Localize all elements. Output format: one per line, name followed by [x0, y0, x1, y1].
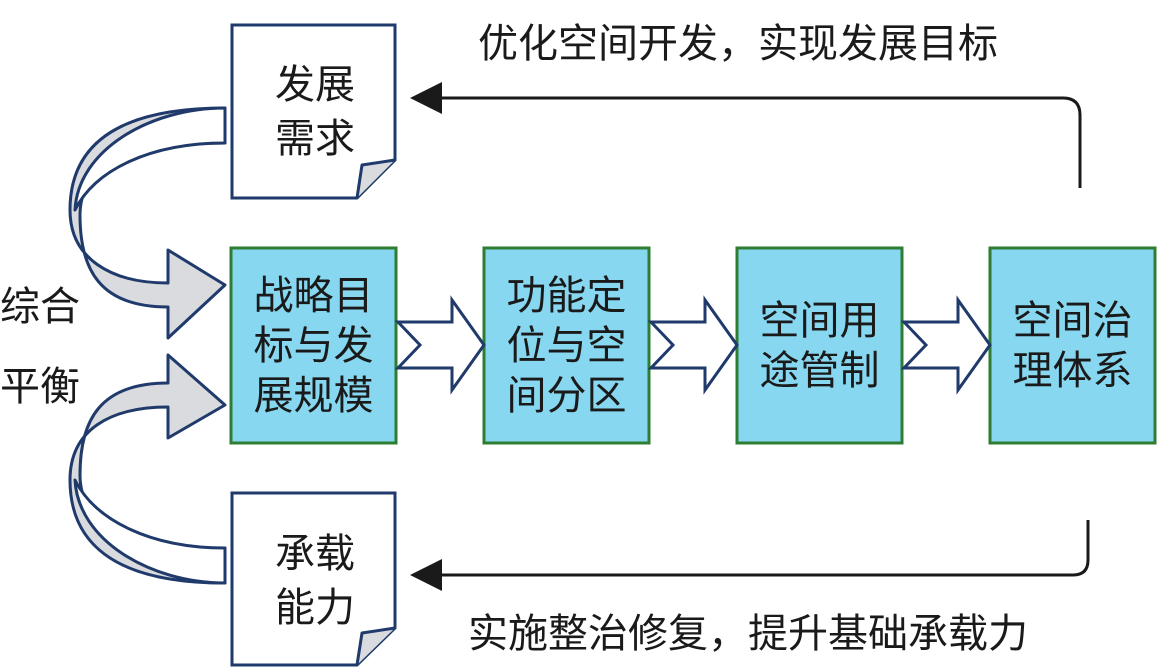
top-caption: 优化空间开发，实现发展目标: [478, 21, 998, 67]
doc-top-line1: 发展: [275, 62, 355, 108]
box-governance-line1: 空间治: [1012, 298, 1133, 344]
box-land-use-line1: 空间用: [759, 298, 880, 344]
side-label-line1: 综合: [0, 284, 80, 330]
curved-arrow-bottom-front: [73, 478, 227, 585]
box-land-use-line2: 途管制: [759, 348, 880, 394]
doc-bottom-line1: 承载: [275, 531, 355, 577]
curved-arrow-top-front: [73, 106, 227, 212]
doc-bottom-fold: [355, 626, 396, 666]
box-governance-line2: 理体系: [1012, 348, 1133, 394]
box-land-use: [735, 246, 904, 445]
flow-arrow-3: [900, 295, 992, 395]
box-strategy-line2: 标与发: [253, 323, 374, 369]
doc-top-label: 发展 需求: [255, 58, 375, 166]
top-feedback-arrow: [440, 96, 1082, 188]
flow-arrow-1: [394, 295, 486, 395]
box-function-line2: 位与空: [506, 323, 627, 369]
flow-arrow-2: [647, 295, 739, 395]
box-strategy-line3: 展规模: [253, 373, 374, 419]
doc-bottom-label: 承载 能力: [255, 527, 375, 635]
top-feedback-arrowhead: [410, 82, 442, 114]
doc-top-line2: 需求: [275, 116, 355, 162]
box-governance-label: 空间治 理体系: [990, 296, 1155, 396]
box-function-line1: 功能定: [506, 273, 627, 319]
bottom-caption: 实施整治修复，提升基础承载力: [468, 611, 1028, 657]
side-label-line2: 平衡: [0, 364, 80, 410]
bottom-feedback-arrowhead: [410, 559, 442, 591]
box-function-label: 功能定 位与空 间分区: [484, 271, 649, 421]
box-strategy: [229, 246, 398, 445]
box-function-line3: 间分区: [506, 373, 627, 419]
box-strategy-label: 战略目 标与发 展规模: [231, 271, 396, 421]
box-strategy-line1: 战略目: [253, 273, 374, 319]
bottom-feedback-arrow: [440, 520, 1090, 577]
box-land-use-label: 空间用 途管制: [737, 296, 902, 396]
doc-top-fold: [355, 158, 396, 199]
doc-bottom-line2: 能力: [275, 585, 355, 631]
box-function: [482, 246, 651, 445]
